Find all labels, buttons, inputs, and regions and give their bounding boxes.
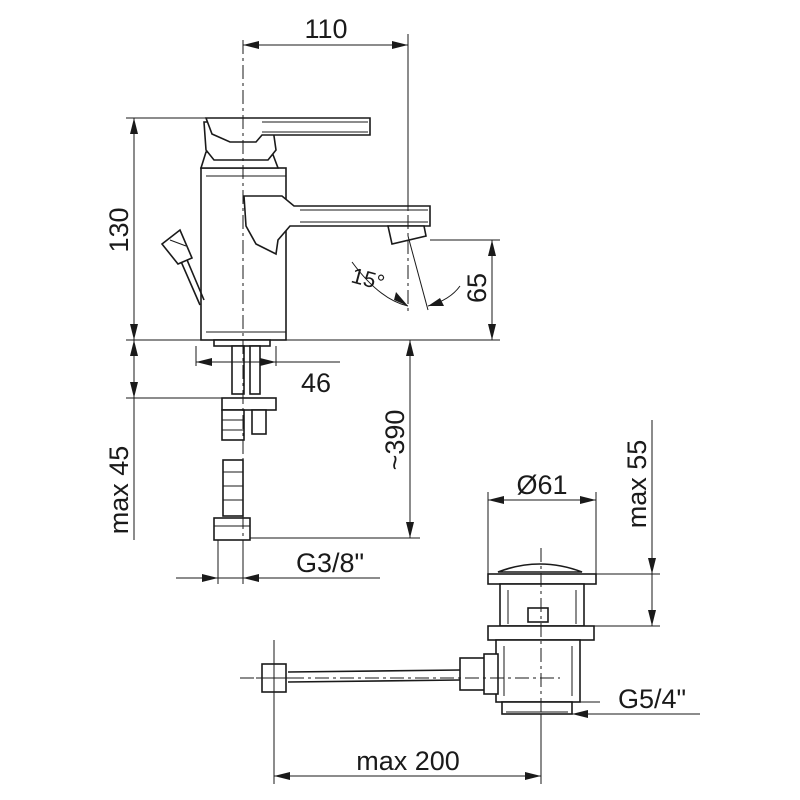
hose-connector bbox=[213, 459, 251, 541]
dim-130-label: 130 bbox=[104, 207, 134, 252]
dim-130: 130 bbox=[104, 117, 500, 341]
dim-max55-label: max 55 bbox=[622, 440, 652, 529]
dim-max200: max 200 bbox=[273, 700, 542, 784]
dim-d61-label: Ø61 bbox=[516, 470, 567, 500]
linkage-rod bbox=[256, 654, 461, 700]
dim-max45-label: max 45 bbox=[104, 446, 134, 535]
dim-d61: Ø61 bbox=[487, 470, 597, 574]
dim-g38-label: G3/8" bbox=[296, 548, 364, 578]
dim-46: 46 bbox=[195, 346, 340, 398]
dim-65-label: 65 bbox=[462, 273, 492, 303]
dim-max200-label: max 200 bbox=[356, 746, 460, 776]
dim-46-label: 46 bbox=[301, 368, 331, 398]
dim-110: 110 bbox=[243, 14, 409, 210]
faucet-body bbox=[199, 117, 431, 341]
dim-390: ~390 bbox=[250, 340, 420, 539]
center-lines bbox=[240, 40, 560, 740]
dim-390-label: ~390 bbox=[380, 410, 410, 471]
fixing-assembly bbox=[213, 339, 277, 441]
popup-rod bbox=[160, 228, 205, 306]
dim-max55: max 55 bbox=[594, 420, 660, 627]
dim-65: 65 bbox=[430, 239, 500, 340]
dim-max45: max 45 bbox=[104, 340, 222, 540]
dim-110-label: 110 bbox=[304, 14, 347, 44]
dim-g38: G3/8" bbox=[176, 540, 380, 584]
dim-angle: 15° bbox=[349, 235, 461, 311]
dim-angle-label: 15° bbox=[349, 263, 388, 296]
dim-g54: G5/4" bbox=[572, 684, 700, 718]
popup-waste bbox=[459, 563, 597, 715]
dim-g54-label: G5/4" bbox=[618, 684, 686, 714]
